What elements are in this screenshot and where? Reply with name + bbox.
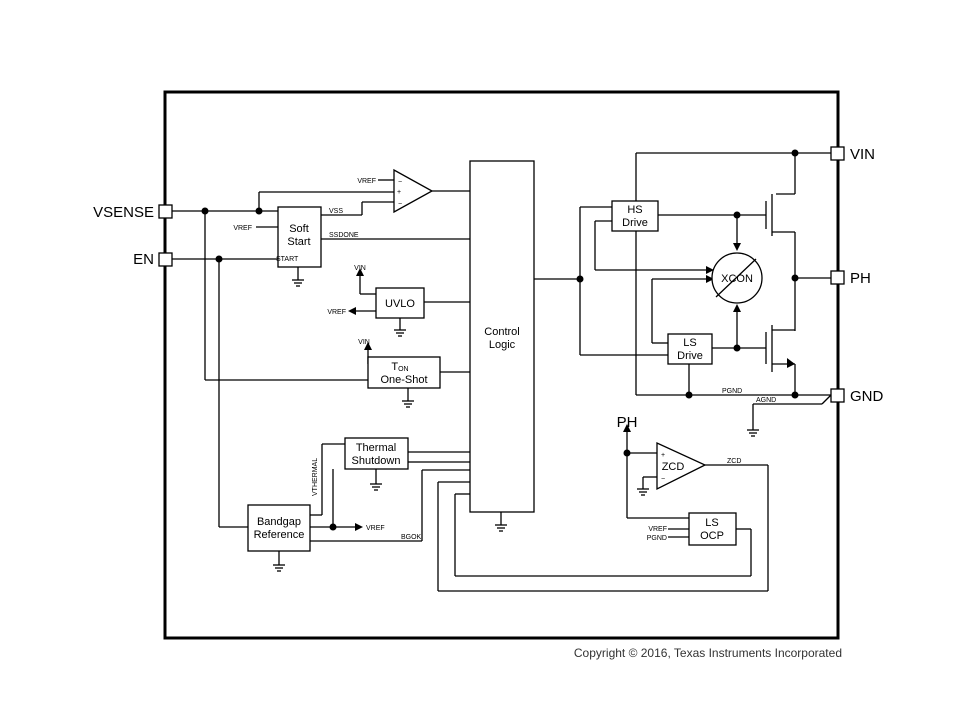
agnd-label: AGND (756, 397, 776, 404)
pin-ph-label: PH (850, 270, 871, 287)
comparator-minus-top: − (398, 179, 402, 186)
one-shot-label: One-Shot (380, 374, 427, 386)
thermal-label-1: Thermal (356, 442, 396, 454)
bandgap-reference-block: Bandgap Reference (247, 504, 311, 552)
pin-vin: VIN (830, 146, 875, 163)
vref-softstart-label: VREF (233, 225, 252, 232)
ton-one-shot-block: TON One-Shot (367, 356, 441, 389)
control-logic-label-2: Logic (489, 339, 516, 351)
vref-uvlo-label: VREF (327, 309, 346, 316)
vsense-comparator: − + − (393, 168, 434, 214)
vin-uvlo-label: VIN (354, 265, 366, 272)
vref-ocp-label: VREF (648, 526, 667, 533)
left-wiring (172, 179, 769, 592)
vss-label: VSS (329, 208, 343, 215)
zcd-label: ZCD (662, 461, 685, 473)
soft-start-block: Soft Start (277, 206, 322, 268)
ton-sub: ON (398, 366, 409, 373)
vin-ton-label: VIN (358, 339, 370, 346)
ssdone-label: SSDONE (329, 232, 359, 239)
ls-drive-block: LS Drive (667, 333, 713, 365)
zcd-minus: − (661, 476, 665, 483)
ls-drive-label-2: Drive (677, 350, 703, 362)
ls-drive-label-1: LS (683, 337, 696, 349)
control-logic-block: Control Logic (469, 160, 535, 513)
comparator-plus: + (397, 189, 401, 196)
signal-labels: VREF VSS VREF SSDONE START VIN VREF VIN … (233, 178, 776, 542)
thermal-shutdown-block: Thermal Shutdown (344, 437, 409, 470)
uvlo-label: UVLO (385, 298, 415, 310)
copyright-text: Copyright © 2016, Texas Instruments Inco… (574, 646, 842, 660)
bandgap-label-2: Reference (254, 529, 305, 541)
bgok-label: BGOK (401, 534, 422, 541)
pgnd-ocp-label: PGND (647, 535, 667, 542)
pin-gnd-label: GND (850, 388, 884, 405)
zcd-comparator: + − ZCD (656, 441, 707, 491)
ls-ocp-block: LS OCP (688, 512, 737, 546)
zcd-signal-label: ZCD (727, 458, 741, 465)
pin-gnd: GND (830, 388, 884, 405)
pin-vsense-label: VSENSE (93, 204, 154, 221)
uvlo-block: UVLO (375, 287, 425, 319)
thermal-label-2: Shutdown (352, 455, 401, 467)
control-logic-label-1: Control (484, 326, 519, 338)
junction-dots (201, 149, 799, 531)
zcd-plus: + (661, 452, 665, 459)
vthermal-label: VTHERMAL (312, 458, 319, 496)
ton-main: T (391, 361, 398, 373)
hs-drive-label-2: Drive (622, 217, 648, 229)
ph-zcd-label: PH (617, 414, 638, 431)
start-label: START (276, 256, 299, 263)
vref-bandgap-label: VREF (366, 525, 385, 532)
ls-ocp-label-2: OCP (700, 530, 724, 542)
xcon-label: XCON (721, 273, 753, 285)
xcon-block: XCON (711, 252, 763, 304)
pin-en-label: EN (133, 251, 154, 268)
pin-en: EN (133, 251, 173, 268)
ton-label: TON (391, 361, 408, 373)
soft-start-label-2: Start (287, 236, 310, 248)
hs-drive-label-1: HS (627, 204, 642, 216)
comparator-minus-bottom: − (398, 201, 402, 208)
ls-ocp-label-1: LS (705, 517, 718, 529)
pin-vin-label: VIN (850, 146, 875, 163)
pin-vsense: VSENSE (93, 204, 173, 221)
pgnd-label: PGND (722, 388, 742, 395)
bandgap-label-1: Bandgap (257, 516, 301, 528)
soft-start-label-1: Soft (289, 223, 309, 235)
device-boundary (163, 90, 840, 640)
pin-ph: PH (830, 270, 871, 287)
right-wiring (534, 152, 832, 538)
hs-drive-block: HS Drive (611, 200, 659, 232)
vref-comparator-label: VREF (357, 178, 376, 185)
